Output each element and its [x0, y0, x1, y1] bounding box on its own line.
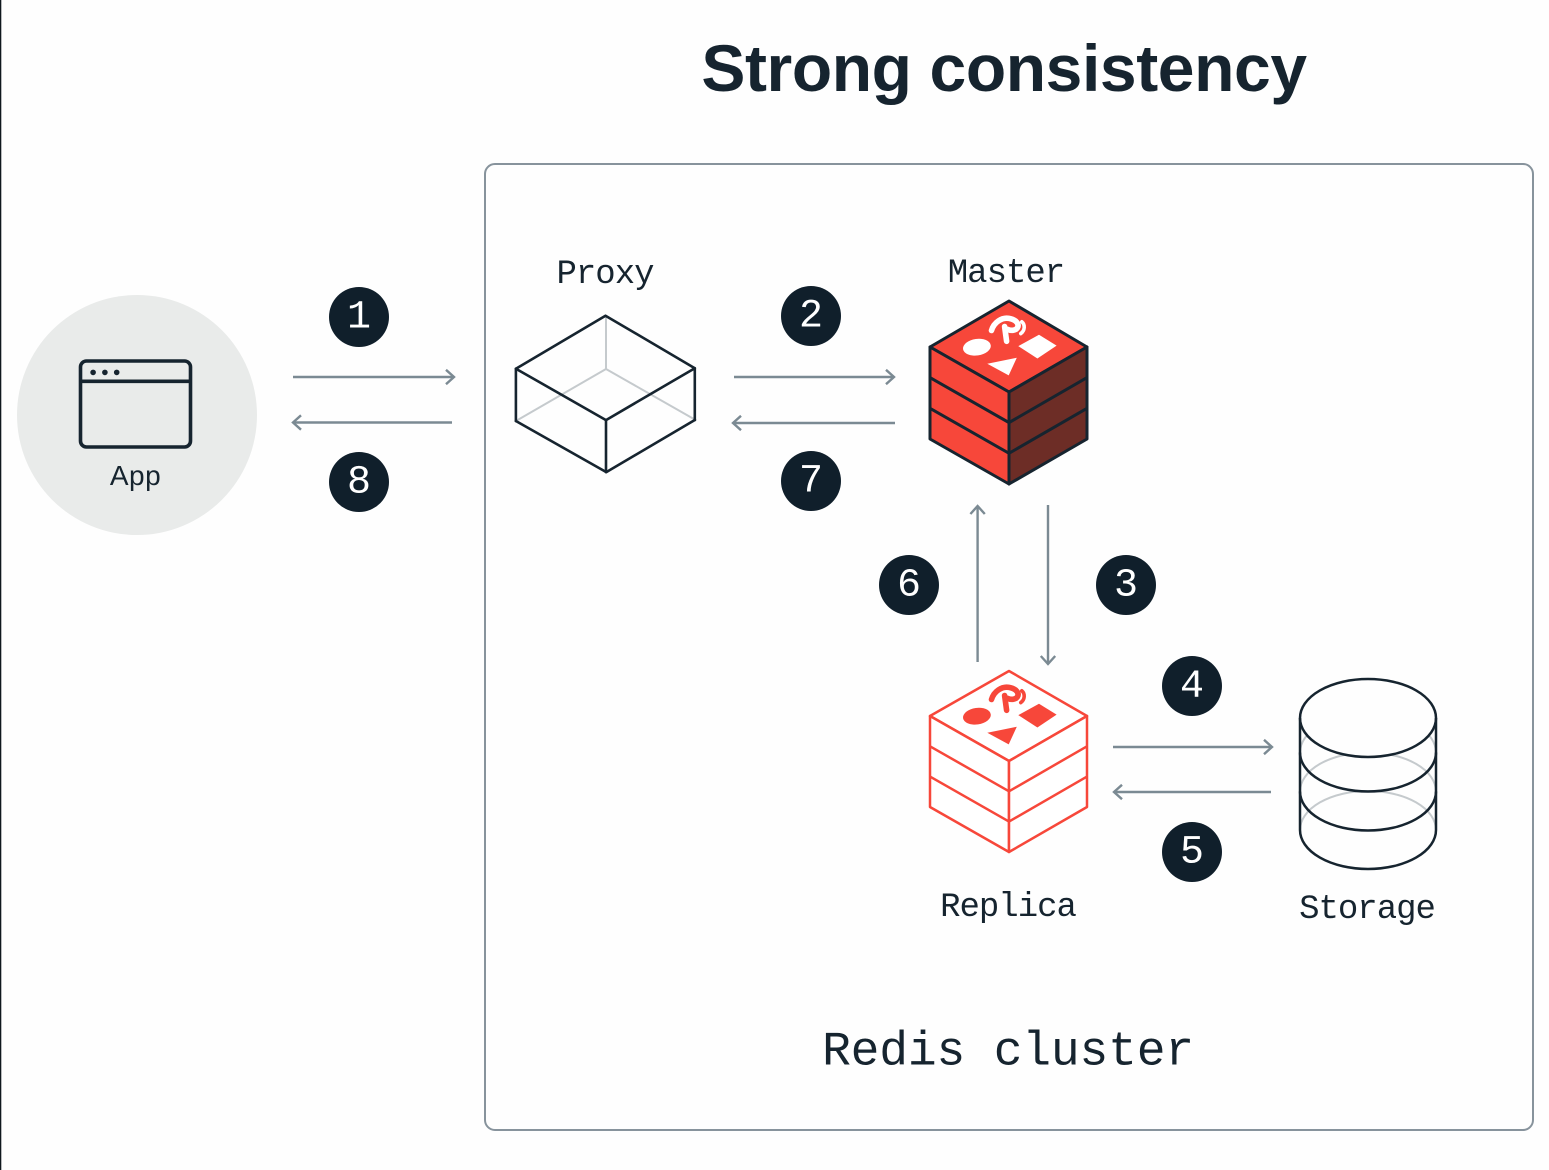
- svg-text:3: 3: [1114, 564, 1138, 609]
- svg-text:4: 4: [1180, 665, 1204, 710]
- svg-text:2: 2: [799, 295, 823, 340]
- svg-text:Strong consistency: Strong consistency: [701, 31, 1307, 105]
- svg-text:6: 6: [897, 564, 921, 609]
- svg-text:Proxy: Proxy: [556, 256, 654, 294]
- svg-text:7: 7: [799, 460, 823, 505]
- svg-text:8: 8: [347, 461, 371, 506]
- svg-text:App: App: [110, 460, 161, 491]
- svg-text:Replica: Replica: [940, 889, 1076, 927]
- svg-text:Redis cluster: Redis cluster: [822, 1026, 1194, 1080]
- svg-text:1: 1: [347, 296, 371, 341]
- svg-text:Master: Master: [948, 255, 1064, 293]
- svg-text:Storage: Storage: [1299, 891, 1435, 929]
- svg-text:5: 5: [1180, 831, 1204, 876]
